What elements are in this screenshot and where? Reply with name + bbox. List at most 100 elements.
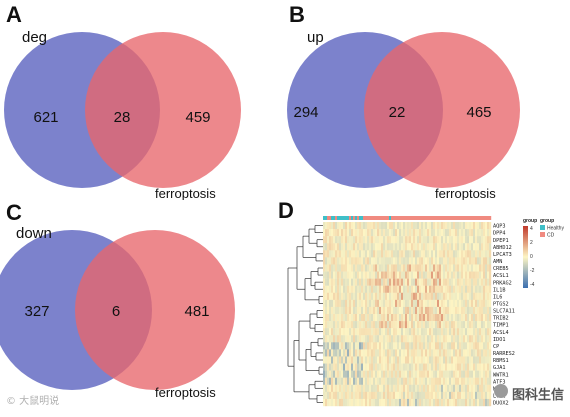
heatmap-cell [337, 342, 340, 350]
heatmap-cell [393, 222, 396, 230]
heatmap-cell [391, 370, 394, 378]
heatmap-cell [443, 349, 446, 357]
heatmap-cell [323, 222, 326, 230]
heatmap-cell [485, 299, 488, 308]
heatmap-cell [467, 328, 470, 336]
heatmap-cell [445, 377, 448, 385]
heatmap-cell [447, 328, 450, 336]
heatmap-cell [347, 377, 350, 385]
heatmap-cell [337, 377, 340, 385]
heatmap-cell [423, 335, 426, 343]
heatmap-cell [439, 398, 442, 407]
heatmap-cell [355, 271, 358, 279]
heatmap-cell [371, 285, 374, 293]
heatmap-cell [413, 335, 416, 343]
heatmap-cell [389, 328, 392, 336]
heatmap-cell [469, 243, 472, 251]
heatmap-cell [407, 278, 410, 286]
heatmap-cell [479, 398, 482, 407]
heatmap-cell [397, 328, 400, 336]
heatmap-cell [339, 299, 342, 308]
heatmap-cell [383, 398, 386, 407]
heatmap-cell [369, 292, 372, 301]
heatmap-cell [471, 335, 474, 343]
heatmap-cell [339, 229, 342, 237]
heatmap-cell [469, 278, 472, 286]
heatmap-cell [345, 243, 348, 251]
heatmap-cell [391, 243, 394, 251]
heatmap-cell [357, 328, 360, 336]
heatmap-cell [441, 314, 444, 322]
heatmap-cell [371, 243, 374, 251]
heatmap-cell [351, 278, 354, 286]
heatmap-cell [369, 236, 372, 244]
heatmap-cell [381, 271, 384, 279]
heatmap-cell [397, 370, 400, 378]
heatmap-cell [405, 299, 408, 308]
heatmap-cell [389, 257, 392, 265]
heatmap-cell [325, 278, 328, 286]
heatmap-cell [407, 356, 410, 364]
heatmap-cell [485, 222, 488, 230]
heatmap-cell [391, 250, 394, 258]
heatmap-cell [475, 278, 478, 286]
heatmap-cell [389, 321, 392, 329]
heatmap-cell [379, 356, 382, 364]
heatmap-cell [375, 342, 378, 350]
heatmap-cell [357, 363, 360, 371]
heatmap-cell [409, 257, 412, 265]
heatmap-cell [343, 328, 346, 336]
heatmap-cell [337, 384, 340, 393]
heatmap-cell [455, 363, 458, 371]
heatmap-cell [445, 236, 448, 244]
heatmap-cell [459, 391, 462, 400]
annotation-cell [351, 216, 354, 220]
heatmap-cell [471, 299, 474, 308]
heatmap-cell [327, 398, 330, 407]
heatmap-cell [397, 292, 400, 301]
heatmap-cell [385, 328, 388, 336]
heatmap-cell [459, 278, 462, 286]
venn-a-right-label: ferroptosis [155, 186, 216, 200]
heatmap-cell [427, 384, 430, 393]
heatmap-cell [429, 222, 432, 230]
heatmap-cell [487, 321, 490, 329]
heatmap-cell [357, 229, 360, 237]
heatmap-cell [371, 398, 374, 407]
heatmap-cell [459, 250, 462, 258]
heatmap-cell [401, 285, 404, 293]
heatmap-cell [381, 321, 384, 329]
heatmap-cell [447, 321, 450, 329]
heatmap-cell [325, 264, 328, 272]
heatmap-cell [331, 299, 334, 308]
heatmap-cell [461, 264, 464, 272]
heatmap-cell [433, 257, 436, 265]
heatmap-cell [355, 243, 358, 251]
heatmap-cell [323, 271, 326, 279]
heatmap-cell [483, 236, 486, 244]
heatmap-cell [339, 306, 342, 315]
heatmap-cell [399, 377, 402, 385]
heatmap-cell [333, 356, 336, 364]
heatmap-cell [401, 222, 404, 230]
heatmap-cell [331, 306, 334, 315]
heatmap-cell [353, 222, 356, 230]
heatmap-cell [367, 335, 370, 343]
heatmap-cell [443, 250, 446, 258]
heatmap-cell [465, 335, 468, 343]
heatmap-cell [473, 236, 476, 244]
heatmap-cell [455, 257, 458, 265]
heatmap-cell [375, 257, 378, 265]
heatmap-cell [401, 264, 404, 272]
annotation-cell [385, 216, 388, 220]
heatmap-cell [419, 257, 422, 265]
heatmap-cell [457, 292, 460, 301]
heatmap-cell [415, 292, 418, 301]
heatmap-cell [357, 306, 360, 315]
heatmap-cell [417, 398, 420, 407]
heatmap-cell [371, 377, 374, 385]
heatmap-cell [487, 391, 490, 400]
heatmap-cell [473, 384, 476, 393]
heatmap-cell [395, 250, 398, 258]
heatmap-cell [349, 398, 352, 407]
